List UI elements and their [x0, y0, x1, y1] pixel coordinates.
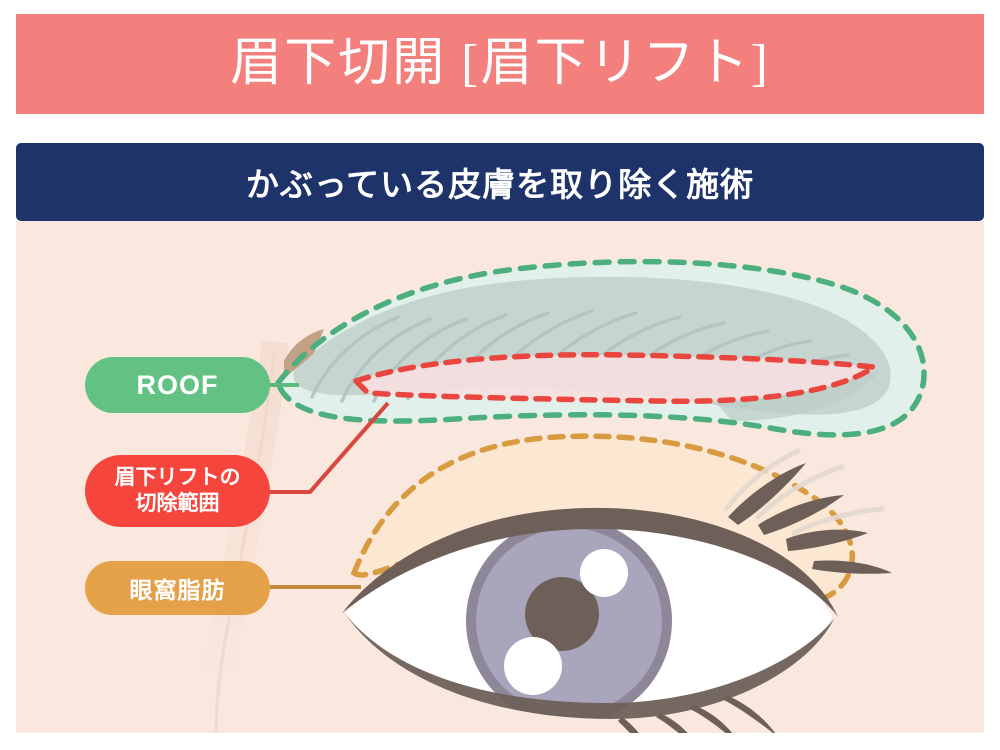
excision-dashed-outline	[350, 351, 882, 404]
lower-lid-line	[346, 615, 834, 719]
title-banner: 眉下切開 [眉下リフト]	[16, 14, 984, 114]
anatomy-illustration	[198, 258, 927, 733]
pupil	[525, 577, 599, 651]
roof-region	[274, 258, 927, 438]
lower-lashes	[618, 695, 776, 733]
callout-roof[interactable]: ROOF	[85, 357, 270, 413]
iris-group	[466, 518, 672, 719]
callout-orbital-fat-label: 眼窩脂肪	[129, 577, 226, 603]
callout-excision-label: 眉下リフトの 切除範囲	[115, 465, 241, 516]
subtitle-text: かぶっている皮膚を取り除く施術	[245, 166, 755, 203]
eye-illustration	[342, 448, 892, 733]
callout-roof-label: ROOF	[136, 369, 219, 400]
upper-lashes	[728, 463, 892, 574]
excision-region	[350, 351, 882, 404]
iris-highlight-upper	[580, 549, 628, 597]
callout-excision-line2: 切除範囲	[135, 492, 220, 515]
iris-highlight-lower	[504, 637, 562, 695]
callout-excision-line1: 眉下リフトの	[114, 466, 241, 490]
subtitle-bar: かぶっている皮膚を取り除く施術	[16, 143, 984, 221]
callout-excision-range[interactable]: 眉下リフトの 切除範囲	[85, 455, 270, 527]
callout-orbital-fat[interactable]: 眼窩脂肪	[85, 561, 270, 615]
page-title: 眉下切開 [眉下リフト]	[230, 35, 770, 92]
leader-line-excision	[270, 401, 390, 494]
illustration-panel	[16, 221, 984, 733]
upper-lid-line	[342, 507, 838, 617]
roof-dashed-outline	[274, 258, 927, 438]
callout-leader-lines	[270, 383, 390, 589]
